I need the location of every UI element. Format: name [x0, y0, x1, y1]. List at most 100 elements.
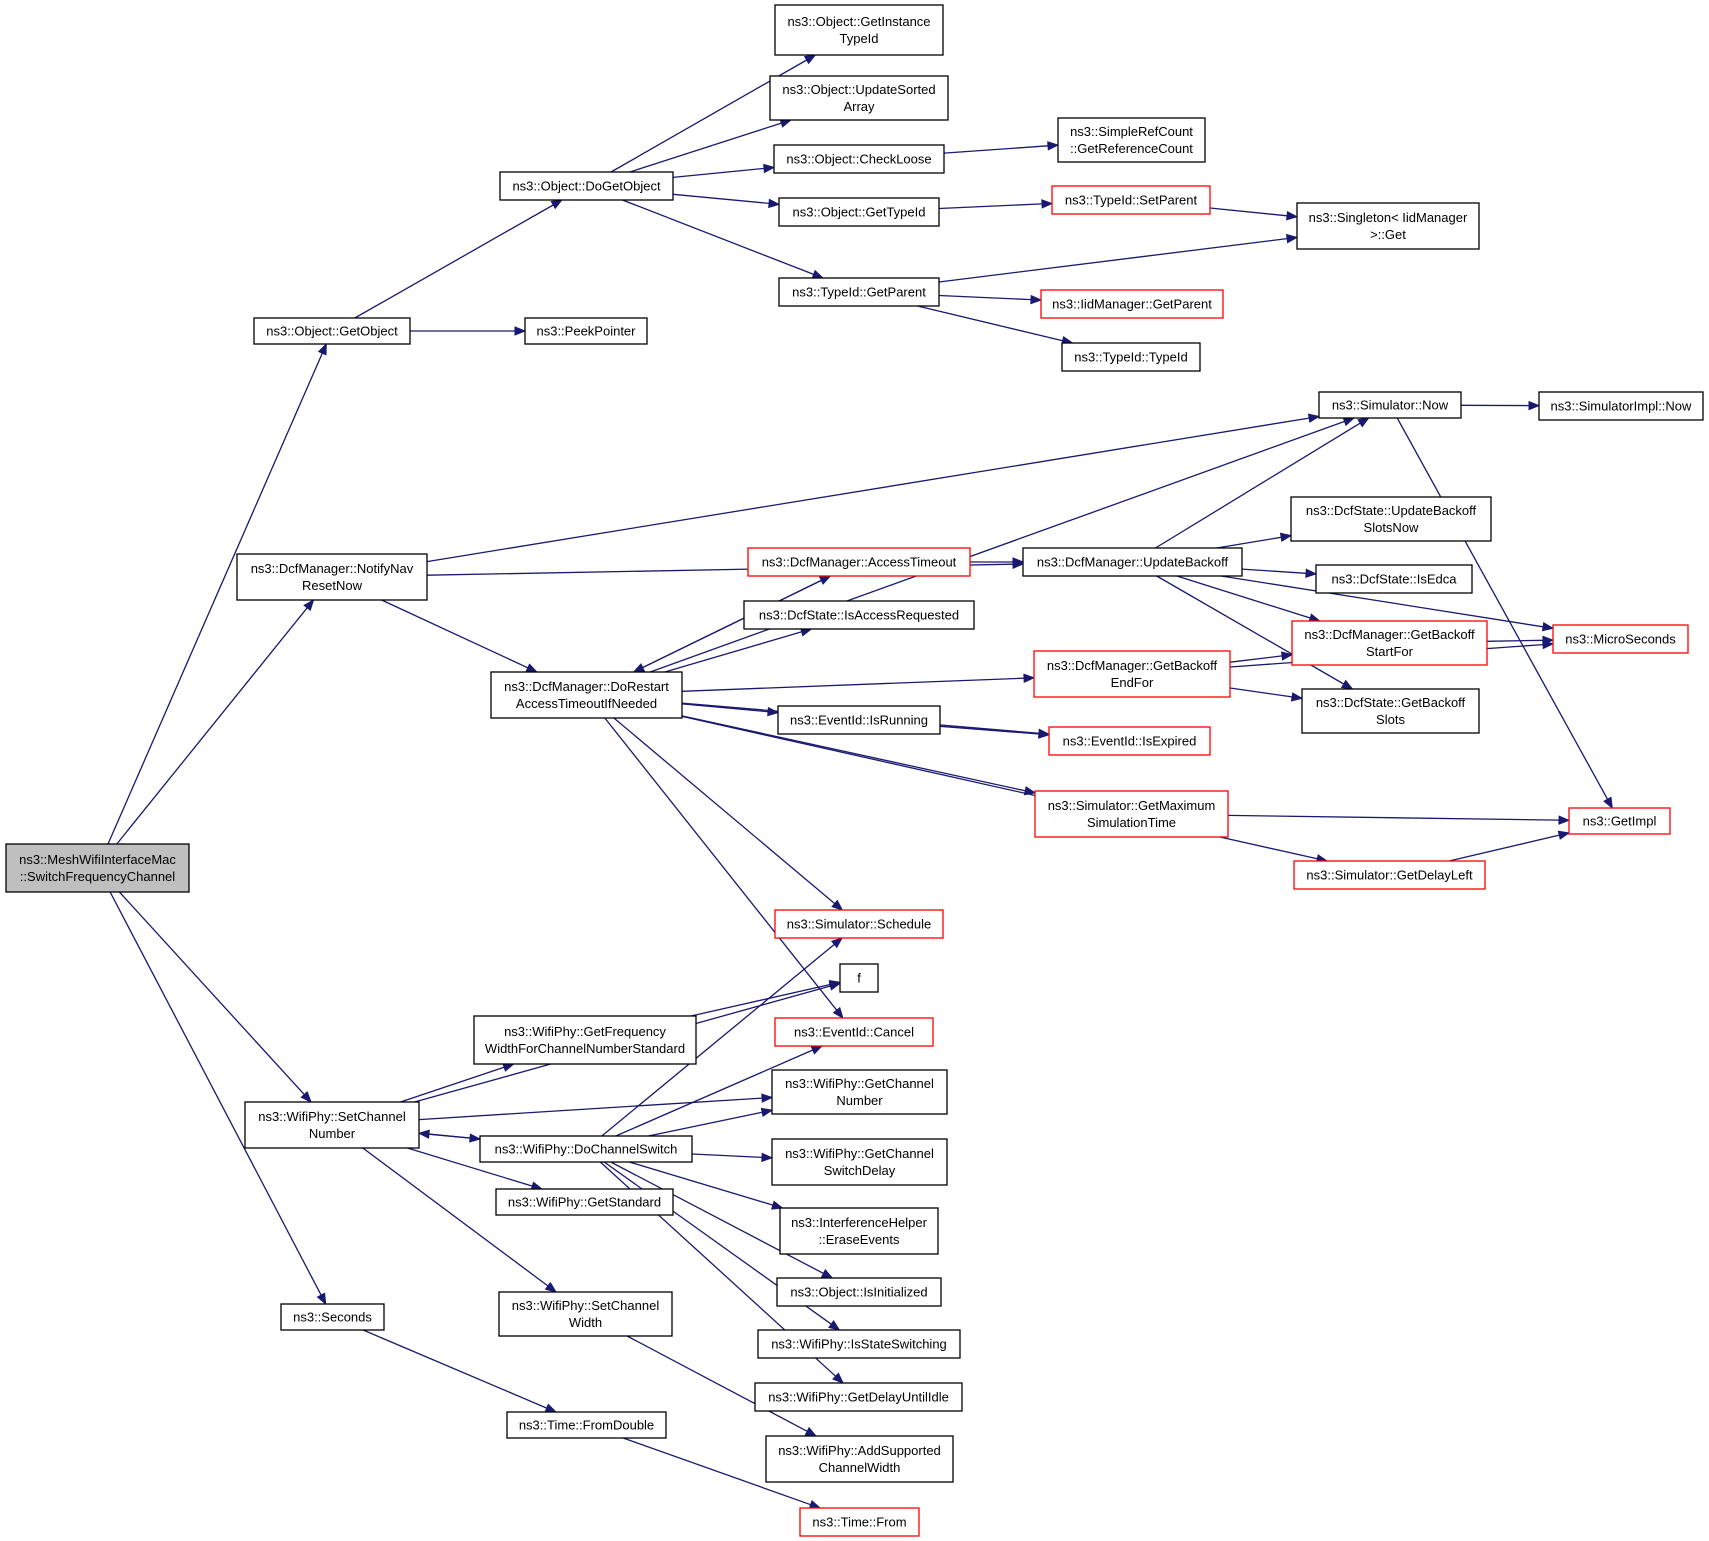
node-getfreqwidth[interactable]: ns3::WifiPhy::GetFrequencyWidthForChanne…	[473, 1015, 697, 1065]
node-isedca[interactable]: ns3::DcfState::IsEdca	[1315, 564, 1473, 594]
node-simimpl_now[interactable]: ns3::SimulatorImpl::Now	[1538, 391, 1704, 421]
edge-line	[1448, 834, 1560, 862]
node-obj_gettypeid[interactable]: ns3::Object::GetTypeId	[778, 197, 940, 227]
edge-line	[938, 237, 1288, 283]
node-root[interactable]: ns3::MeshWifiInterfaceMac::SwitchFrequen…	[5, 843, 190, 893]
node-box	[1296, 202, 1480, 250]
arrowhead	[1286, 211, 1299, 221]
node-isaccessrequested[interactable]: ns3::DcfState::IsAccessRequested	[743, 600, 975, 630]
node-seconds[interactable]: ns3::Seconds	[280, 1303, 385, 1331]
node-getdelayuntilidle[interactable]: ns3::WifiPhy::GetDelayUntilIdle	[754, 1382, 963, 1412]
node-label-line: Array	[843, 99, 875, 114]
node-dogetobject[interactable]: ns3::Object::DoGetObject	[499, 171, 674, 201]
node-f[interactable]: f	[839, 963, 879, 993]
node-label-line: ns3::DcfState::IsAccessRequested	[759, 608, 959, 623]
node-layer: ns3::MeshWifiInterfaceMac::SwitchFrequen…	[5, 4, 1704, 1537]
edge-line	[1486, 639, 1544, 642]
node-box	[799, 1507, 920, 1537]
node-label-line: ns3::WifiPhy::SetChannel	[258, 1109, 406, 1124]
node-box	[1061, 342, 1201, 372]
node-isexpired[interactable]: ns3::EventId::IsExpired	[1048, 726, 1211, 756]
node-label-line: Slots	[1376, 712, 1405, 727]
node-label-line: f	[857, 971, 861, 986]
edge-setchannelnumber-to-getfreqwidth	[400, 1062, 515, 1103]
node-singleton_get[interactable]: ns3::Singleton< IidManager>::Get	[1296, 202, 1480, 250]
node-box	[1538, 391, 1704, 421]
node-getreferencecount[interactable]: ns3::SimpleRefCount::GetReferenceCount	[1057, 117, 1206, 163]
arrowhead	[1340, 679, 1354, 690]
node-getobject[interactable]: ns3::Object::GetObject	[253, 317, 411, 345]
node-label-line: ns3::TypeId::TypeId	[1074, 350, 1187, 365]
edge-typeid_setparent-to-singleton_get	[1209, 207, 1299, 221]
node-dorestart[interactable]: ns3::DcfManager::DoRestartAccessTimeoutI…	[490, 671, 683, 719]
edge-line	[622, 199, 814, 276]
node-typeid_typeid[interactable]: ns3::TypeId::TypeId	[1061, 342, 1201, 372]
node-label-line: Number	[836, 1093, 883, 1108]
node-box	[498, 1291, 673, 1337]
node-eraseevents[interactable]: ns3::InterferenceHelper::EraseEvents	[779, 1207, 939, 1255]
node-fromdouble[interactable]: ns3::Time::FromDouble	[506, 1411, 667, 1439]
edge-line	[633, 579, 822, 673]
node-box	[479, 1135, 693, 1163]
node-label-line: ns3::DcfManager::NotifyNav	[251, 561, 414, 576]
node-getimpl[interactable]: ns3::GetImpl	[1568, 807, 1671, 835]
node-simulator_now[interactable]: ns3::Simulator::Now	[1318, 391, 1462, 419]
node-microseconds[interactable]: ns3::MicroSeconds	[1552, 624, 1689, 654]
node-label-line: ns3::WifiPhy::GetChannel	[785, 1076, 934, 1091]
node-label-line: ns3::TypeId::SetParent	[1065, 193, 1198, 208]
node-updatebackoff[interactable]: ns3::DcfManager::UpdateBackoff	[1022, 547, 1243, 577]
node-typeid_setparent[interactable]: ns3::TypeId::SetParent	[1051, 185, 1211, 215]
node-box	[244, 1101, 420, 1149]
node-box	[490, 671, 683, 719]
edge-line	[664, 631, 802, 673]
node-dochannelswitch[interactable]: ns3::WifiPhy::DoChannelSwitch	[479, 1135, 693, 1163]
edge-line	[604, 717, 838, 1011]
arrowhead	[1030, 294, 1043, 305]
node-box	[757, 1329, 961, 1359]
node-isrunning[interactable]: ns3::EventId::IsRunning	[777, 705, 941, 735]
edge-dogetobject-to-updatesortedarray	[629, 118, 793, 173]
node-cancel[interactable]: ns3::EventId::Cancel	[774, 1017, 934, 1047]
node-time_from[interactable]: ns3::Time::From	[799, 1507, 920, 1537]
edge-line	[1227, 814, 1560, 821]
edge-line	[690, 983, 831, 1017]
node-label-line: ns3::EventId::IsExpired	[1063, 734, 1197, 749]
node-iidmanager_getparent[interactable]: ns3::IidManager::GetParent	[1040, 289, 1224, 319]
node-box	[1048, 726, 1211, 756]
node-box	[1315, 564, 1473, 594]
node-box	[1040, 289, 1224, 319]
node-isinitialized[interactable]: ns3::Object::IsInitialized	[776, 1277, 942, 1307]
edge-updatebackoff-to-microseconds	[1221, 575, 1555, 632]
node-checkloose[interactable]: ns3::Object::CheckLoose	[773, 144, 945, 174]
node-getstandard[interactable]: ns3::WifiPhy::GetStandard	[495, 1188, 674, 1216]
node-getdelayleft[interactable]: ns3::Simulator::GetDelayLeft	[1293, 860, 1486, 890]
edge-line	[629, 122, 782, 173]
node-peekpointer[interactable]: ns3::PeekPointer	[524, 317, 648, 345]
node-isstateswitching[interactable]: ns3::WifiPhy::IsStateSwitching	[757, 1329, 961, 1359]
node-label-line: ns3::WifiPhy::GetStandard	[508, 1195, 661, 1210]
edge-line	[426, 417, 1310, 563]
node-accesstimeout[interactable]: ns3::DcfManager::AccessTimeout	[747, 547, 971, 577]
edge-line	[648, 1111, 763, 1137]
node-typeid_getparent[interactable]: ns3::TypeId::GetParent	[778, 277, 940, 307]
edge-updatebackoff-to-simulator_now	[1155, 417, 1370, 549]
node-schedule[interactable]: ns3::Simulator::Schedule	[774, 909, 944, 939]
node-label-line: ns3::DcfState::GetBackoff	[1316, 695, 1466, 710]
arrowhead	[831, 899, 844, 911]
node-box	[280, 1303, 385, 1331]
node-box	[769, 75, 949, 121]
